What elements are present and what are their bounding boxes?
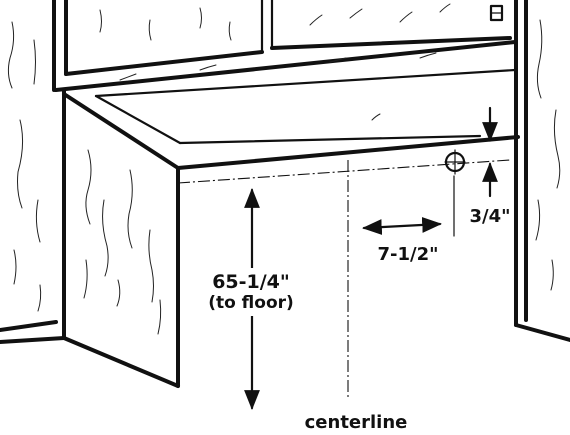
right-wall: [514, 0, 570, 342]
offset-label: 7-1/2": [378, 244, 439, 265]
drop-label: 3/4": [469, 206, 510, 227]
height-note-label: (to floor): [208, 293, 294, 313]
floor-line: [0, 320, 66, 344]
wall-texture: [7, 3, 561, 335]
offset-dimension-arrow: [362, 217, 442, 235]
window-frame: [52, 0, 517, 92]
height-label: 65-1/4": [212, 271, 290, 293]
hole-reference-line: [177, 159, 511, 184]
mounting-hole-icon: [444, 149, 466, 175]
centerline-label: centerline: [305, 412, 408, 433]
left-side-wall: [62, 88, 180, 388]
cabinet-bottom: [94, 68, 520, 170]
